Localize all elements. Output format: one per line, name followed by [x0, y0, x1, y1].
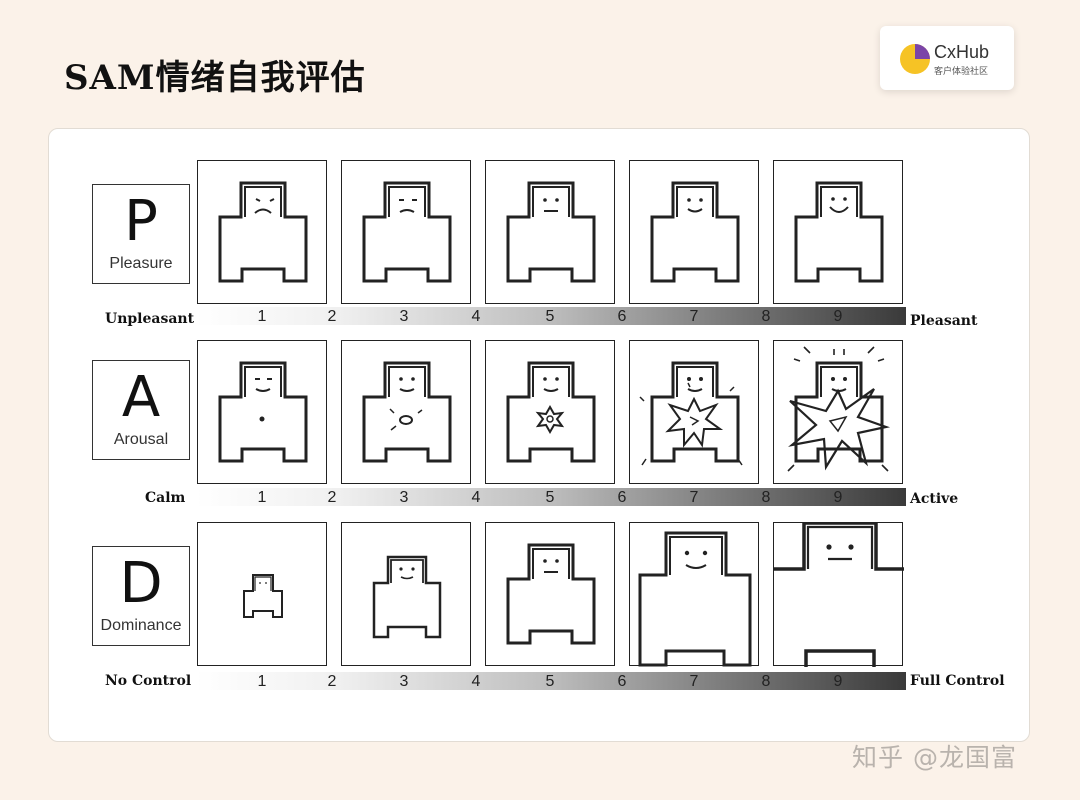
mild-arousal-figure-icon — [362, 361, 452, 463]
pleasure-figure-7 — [629, 160, 759, 304]
dominance-scale-4: 4 — [471, 673, 481, 690]
calm-figure-icon — [218, 361, 308, 463]
pleasure-scale-5: 5 — [545, 308, 555, 325]
dominance-word: Dominance — [100, 617, 182, 634]
small-figure-icon — [372, 555, 442, 639]
arousal-scale-7: 7 — [689, 489, 699, 506]
arousal-figure-5 — [485, 340, 615, 484]
dominance-scale-5: 5 — [545, 673, 555, 690]
page-title: SAM情绪自我评估 — [64, 58, 366, 98]
arousal-scale-5: 5 — [545, 489, 555, 506]
dominance-figure-5 — [485, 522, 615, 666]
arousal-left-label: Calm — [145, 490, 186, 506]
medium-figure-icon — [506, 543, 596, 645]
dominance-label-box: D Dominance — [92, 546, 190, 646]
pleasure-label-box: P Pleasure — [92, 184, 190, 284]
dominance-scale-6: 6 — [617, 673, 627, 690]
logo-subtitle: 客户体验社区 — [934, 67, 989, 77]
pleasure-scale-3: 3 — [399, 308, 409, 325]
moderate-arousal-figure-icon — [506, 361, 596, 463]
arousal-figure-9 — [773, 340, 903, 484]
dominance-scale-2: 2 — [327, 673, 337, 690]
pleasure-figure-9 — [773, 160, 903, 304]
dominance-figure-3 — [341, 522, 471, 666]
dominance-scale-bar — [196, 672, 906, 690]
logo-name: CxHub — [934, 42, 990, 62]
pleasure-letter: P — [124, 189, 158, 254]
arousal-label-box: A Arousal — [92, 360, 190, 460]
pleasure-figure-3 — [341, 160, 471, 304]
dominance-left-label: No Control — [105, 673, 192, 689]
pleasure-left-label: Unpleasant — [105, 311, 195, 327]
arousal-scale-8: 8 — [761, 489, 771, 506]
pleasure-figure-1 — [197, 160, 327, 304]
cxhub-logo-icon — [900, 44, 930, 74]
pleasure-right-label: Pleasant — [910, 313, 978, 329]
sad-figure-icon — [218, 181, 308, 283]
pleasure-scale-2: 2 — [327, 308, 337, 325]
large-figure-icon — [638, 531, 752, 667]
arousal-figure-1 — [197, 340, 327, 484]
dominance-figure-9 — [773, 522, 904, 667]
neutral-figure-icon — [506, 181, 596, 283]
arousal-scale-2: 2 — [327, 489, 337, 506]
dominance-scale-7: 7 — [689, 673, 699, 690]
dominance-scale-9: 9 — [833, 673, 843, 690]
content-figure-icon — [650, 181, 740, 283]
dominance-figure-7 — [629, 522, 759, 667]
dominance-scale-8: 8 — [761, 673, 771, 690]
dominance-figure-1 — [197, 522, 327, 666]
tiny-figure-icon — [243, 574, 283, 618]
arousal-figure-7 — [629, 340, 759, 484]
dominance-scale-1: 1 — [257, 673, 267, 690]
watermark: 知乎 @龙国富 — [852, 743, 1017, 772]
arousal-right-label: Active — [910, 491, 959, 507]
arousal-scale-bar — [196, 488, 906, 506]
arousal-scale-6: 6 — [617, 489, 627, 506]
very-high-arousal-figure-icon — [787, 346, 891, 472]
pleasure-scale-1: 1 — [257, 308, 267, 325]
pleasure-scale-7: 7 — [689, 308, 699, 325]
huge-figure-icon — [774, 523, 904, 667]
happy-figure-icon — [794, 181, 884, 283]
pleasure-scale-9: 9 — [833, 308, 843, 325]
pleasure-word: Pleasure — [109, 255, 173, 272]
arousal-word: Arousal — [113, 431, 169, 448]
high-arousal-figure-icon — [639, 361, 743, 466]
pleasure-scale-bar — [196, 307, 906, 325]
arousal-scale-4: 4 — [471, 489, 481, 506]
arousal-figure-3 — [341, 340, 471, 484]
pleasure-scale-4: 4 — [471, 308, 481, 325]
unhappy-figure-icon — [362, 181, 452, 283]
pleasure-scale-6: 6 — [617, 308, 627, 325]
dominance-letter: D — [119, 551, 163, 616]
dominance-scale-3: 3 — [399, 673, 409, 690]
cxhub-logo: CxHub 客户体验社区 — [880, 26, 1014, 90]
pleasure-figure-5 — [485, 160, 615, 304]
pleasure-scale-8: 8 — [761, 308, 771, 325]
arousal-scale-9: 9 — [833, 489, 843, 506]
arousal-scale-1: 1 — [257, 489, 267, 506]
arousal-scale-3: 3 — [399, 489, 409, 506]
arousal-letter: A — [121, 365, 161, 430]
dominance-right-label: Full Control — [910, 673, 1005, 689]
